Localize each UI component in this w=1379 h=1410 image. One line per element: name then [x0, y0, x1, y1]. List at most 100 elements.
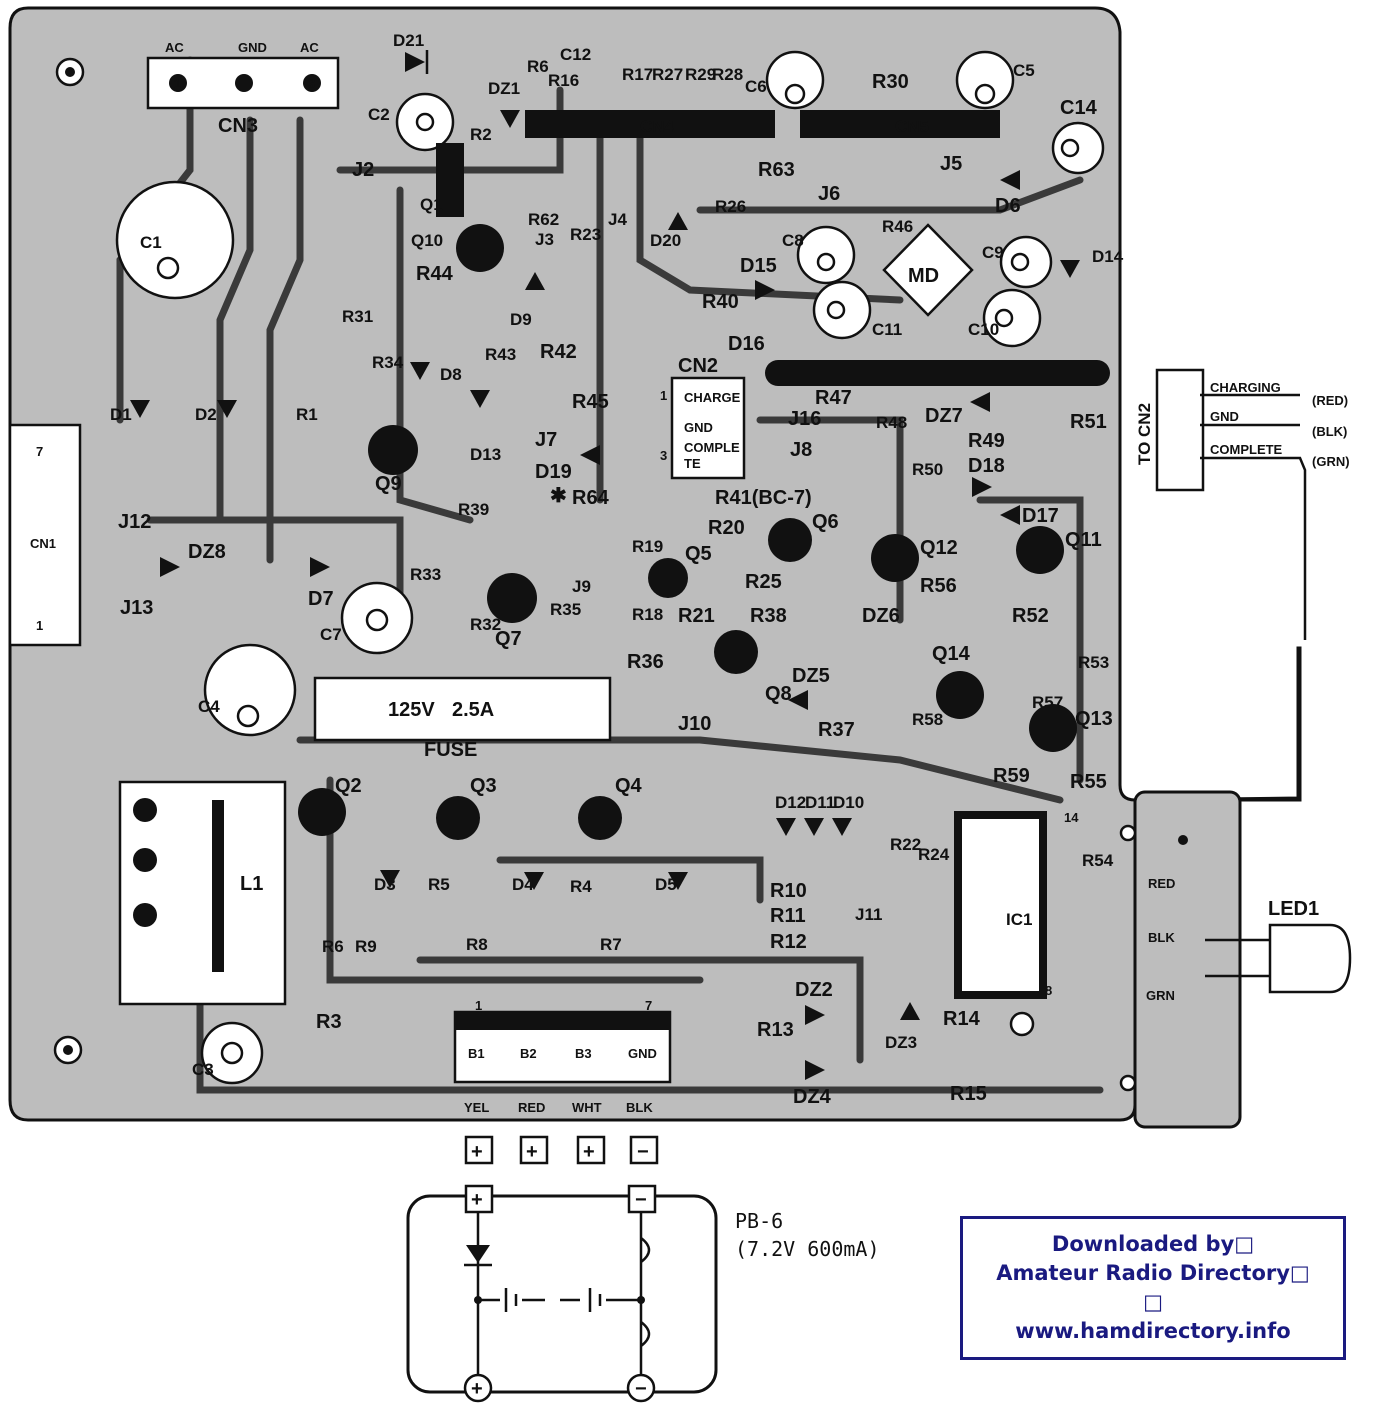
stamp-link[interactable]: www.hamdirectory.info	[1015, 1319, 1291, 1343]
transistors	[298, 143, 1077, 840]
label-r4: R4	[570, 877, 592, 896]
label-r19: R19	[632, 537, 663, 556]
pb6-spec: (7.2V 600mA)	[735, 1237, 880, 1261]
to-cn2-complete-color: (GRN)	[1312, 454, 1350, 469]
label-dz2: DZ2	[795, 979, 833, 1001]
label-r51: R51	[1070, 411, 1107, 433]
to-cn2-gnd: GND	[1210, 409, 1239, 424]
label-r43: R43	[485, 345, 516, 364]
label-d17: D17	[1022, 505, 1059, 527]
pb6-minus-bottom: −	[635, 1378, 647, 1400]
terminal-b3-plus: +	[583, 1141, 595, 1163]
label-j12: J12	[118, 511, 151, 533]
pb6-schematic	[464, 1210, 651, 1380]
label-ic1: IC1	[1006, 910, 1032, 929]
header-pin-7: 7	[645, 998, 652, 1013]
wire-red: RED	[518, 1100, 545, 1115]
copper-traces	[116, 56, 1104, 1094]
cn2-pin1: 1	[660, 388, 667, 403]
led1-label: LED1	[1268, 898, 1319, 920]
label-d5: D5	[655, 875, 677, 894]
label-j16: J16	[788, 408, 821, 430]
label-r29: R29	[685, 65, 716, 84]
label-c3: C3	[192, 1060, 214, 1079]
md-bridge	[882, 223, 974, 317]
label-r24: R24	[918, 845, 950, 864]
label-r30: R30	[872, 71, 909, 93]
header-b1: B1	[468, 1046, 485, 1061]
label-d14: D14	[1092, 247, 1124, 266]
label-d4: D4	[512, 875, 534, 894]
fuse-current: 2.5A	[452, 699, 494, 721]
cn2-label: CN2	[678, 355, 718, 377]
label-r58: R58	[912, 710, 943, 729]
label-d7: D7	[308, 588, 334, 610]
label-r45: R45	[572, 391, 609, 413]
label-dz1: DZ1	[488, 79, 520, 98]
label-r28: R28	[712, 65, 743, 84]
pb6-pack-outline	[406, 1194, 718, 1394]
diodes	[130, 50, 1080, 1080]
label-r63: R63	[758, 159, 795, 181]
label-r15: R15	[950, 1083, 987, 1105]
label-r17: R17	[622, 65, 653, 84]
wire-wht: WHT	[572, 1100, 602, 1115]
label-dz7: DZ7	[925, 405, 963, 427]
to-cn2-plug	[1155, 368, 1205, 492]
label-r32: R32	[470, 615, 501, 634]
label-c9: C9	[982, 243, 1004, 262]
label-r39: R39	[458, 500, 489, 519]
label-r34: R34	[372, 353, 404, 372]
label-r20: R20	[708, 517, 745, 539]
label-r38: R38	[750, 605, 787, 627]
label-r49: R49	[968, 430, 1005, 452]
label-r11: R11	[770, 905, 806, 927]
label-r14: R14	[943, 1008, 981, 1030]
pb6-minus-terminal: −	[635, 1189, 647, 1211]
label-d15: D15	[740, 255, 777, 277]
label-c12: C12	[560, 45, 591, 64]
label-dz5: DZ5	[792, 665, 830, 687]
label-r53: R53	[1078, 653, 1109, 672]
label-md: MD	[908, 265, 939, 287]
header-strip	[765, 360, 1110, 386]
label-j13: J13	[120, 597, 153, 619]
label-r26: R26	[715, 197, 746, 216]
label-r7: R7	[600, 935, 622, 954]
cn3-pin-num-1: 1	[174, 76, 181, 91]
label-r57: R57	[1032, 693, 1063, 712]
label-c10: C10	[968, 320, 999, 339]
label-r41: R41(BC-7)	[715, 487, 812, 509]
label-r23: R23	[570, 225, 601, 244]
label-j10: J10	[678, 713, 711, 735]
fuse-label: FUSE	[424, 739, 477, 761]
cn1-pin-bottom: 1	[36, 618, 43, 633]
label-r18: R18	[632, 605, 663, 624]
label-r3: R3	[316, 1011, 342, 1033]
label-d20: D20	[650, 231, 681, 250]
label-r12: R12	[770, 931, 807, 953]
mounting-holes	[53, 57, 1188, 1092]
label-r10: R10	[770, 880, 807, 902]
cn2-charge: CHARGE	[684, 390, 741, 405]
label-r8: R8	[466, 935, 488, 954]
stamp-line-1: Downloaded by□	[1051, 1232, 1255, 1256]
label-c6: C6	[745, 77, 767, 96]
label-r50: R50	[912, 460, 943, 479]
label-dz8: DZ8	[188, 541, 226, 563]
label-q5: Q5	[685, 543, 712, 565]
stamp-line-3: □	[1143, 1290, 1163, 1314]
label-r6-low: R6	[322, 937, 344, 956]
label-j5: J5	[940, 153, 962, 175]
cn3-pin-num-3: 3	[308, 76, 315, 91]
label-r1: R1	[296, 405, 318, 424]
pb6-label: PB-6	[735, 1209, 783, 1233]
terminal-b1-plus: +	[471, 1141, 483, 1163]
label-dz4: DZ4	[793, 1086, 832, 1108]
label-d11: D11	[805, 793, 835, 812]
led-pin-grn: GRN	[1146, 988, 1175, 1003]
label-q7: Q7	[495, 628, 522, 650]
label-d9: D9	[510, 310, 532, 329]
label-r21: R21	[678, 605, 715, 627]
